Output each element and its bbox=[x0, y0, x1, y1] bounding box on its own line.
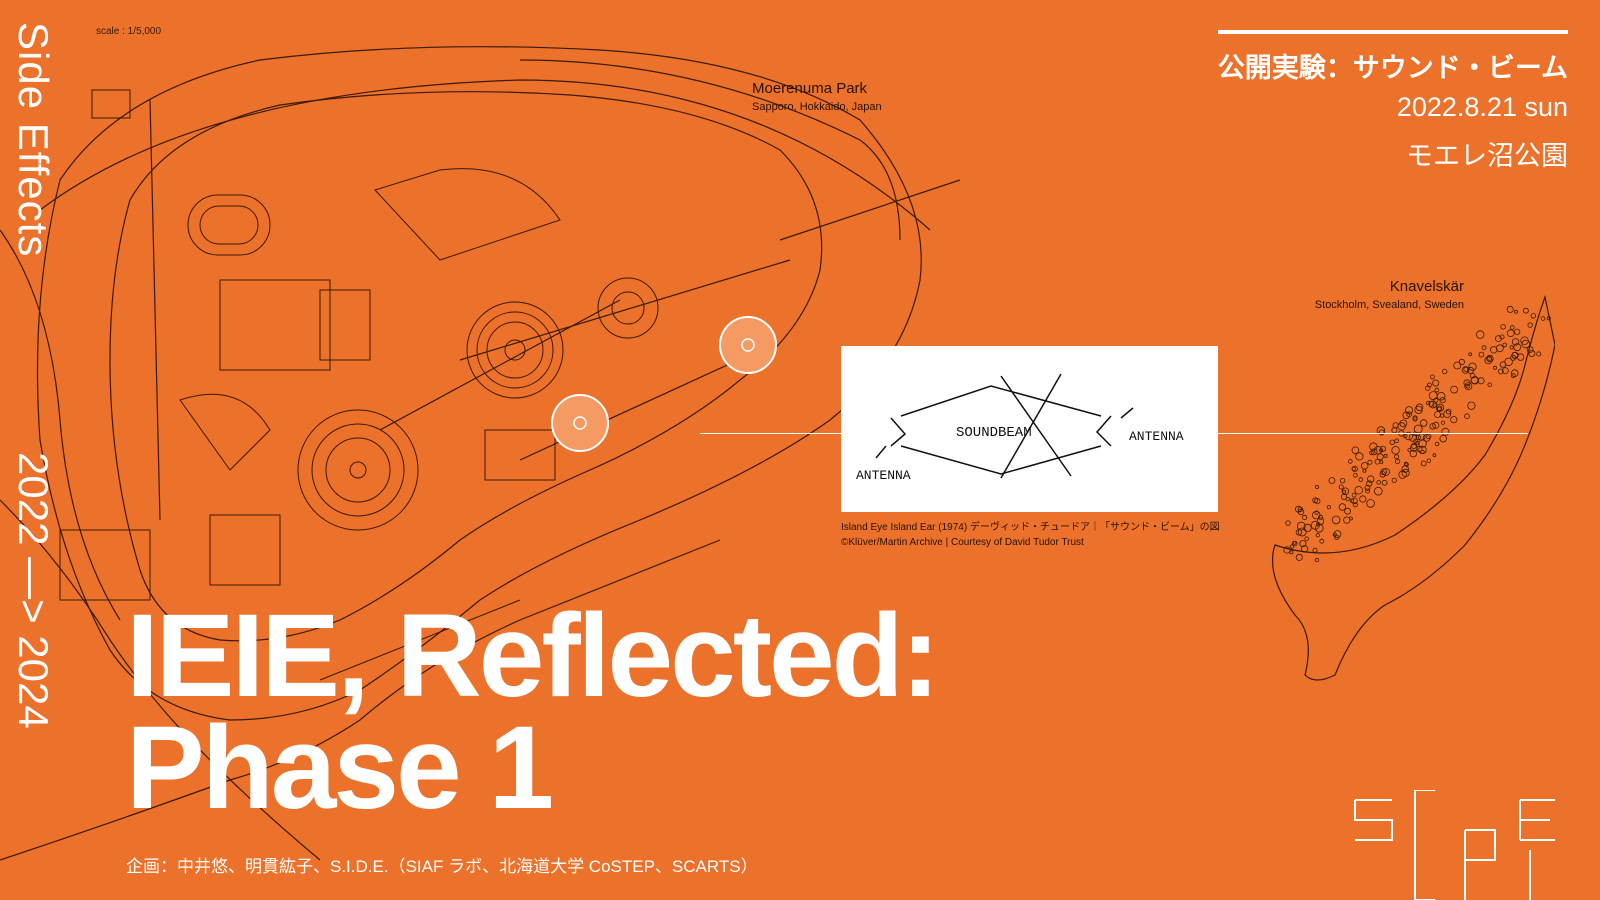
park-inner-boundary bbox=[109, 91, 823, 642]
running-track-inner bbox=[199, 205, 259, 245]
caption-line-1: Island Eye Island Ear (1974) デーヴィッド・チュード… bbox=[841, 522, 1220, 533]
building-s bbox=[209, 514, 281, 586]
fountain-plaza bbox=[597, 277, 659, 339]
beam-point-west bbox=[551, 394, 609, 452]
location-name: Knavelskär bbox=[1389, 278, 1464, 295]
road-east bbox=[779, 179, 961, 241]
location-sub: Stockholm, Svealand, Sweden bbox=[1314, 299, 1464, 311]
beam-point-east bbox=[719, 316, 777, 374]
pyramid-hill bbox=[374, 168, 561, 261]
spiral-hill-b bbox=[297, 409, 419, 531]
series-years: 2022 —> 2024 bbox=[10, 452, 57, 729]
road-northeast bbox=[519, 59, 901, 241]
sketch-label-beam: SOUNDBEAM bbox=[956, 425, 1032, 441]
baseball-field bbox=[179, 393, 271, 471]
sketch-drawing: SOUNDBEAM ANTENNA ANTENNA bbox=[856, 373, 1184, 483]
main-title-line-1: IEIE, Reflected: bbox=[126, 590, 940, 722]
event-place: モエレ沼公園 bbox=[1406, 141, 1568, 171]
main-title-line-2: Phase 1 bbox=[126, 702, 554, 834]
river-south bbox=[0, 539, 721, 861]
running-track bbox=[187, 194, 271, 256]
building-sw bbox=[59, 529, 151, 601]
building-nw bbox=[91, 89, 131, 119]
sketch-label-antenna-right: ANTENNA bbox=[1129, 429, 1184, 444]
island-map bbox=[1271, 295, 1555, 681]
event-title: 公開実験：サウンド・ビーム bbox=[1217, 53, 1568, 83]
path-d bbox=[519, 349, 761, 461]
field-block bbox=[219, 279, 331, 371]
sketch-label-antenna-left: ANTENNA bbox=[856, 468, 911, 483]
beam-points bbox=[551, 316, 777, 452]
island-outline bbox=[1271, 295, 1555, 681]
road-west bbox=[0, 229, 121, 621]
path-a bbox=[149, 99, 161, 521]
location-sub: Sapporo, Hokkaido, Japan bbox=[752, 101, 882, 113]
event-date: 2022.8.21 sun bbox=[1396, 92, 1568, 122]
location-moerenuma: Moerenuma Park Sapporo, Hokkaido, Japan bbox=[752, 80, 882, 113]
sketch-caption: Island Eye Island Ear (1974) デーヴィッド・チュード… bbox=[841, 520, 1220, 550]
location-name: Moerenuma Park bbox=[752, 80, 868, 97]
sound-beam-sketch: SOUNDBEAM ANTENNA ANTENNA bbox=[841, 346, 1218, 512]
path-c bbox=[459, 259, 791, 361]
beam-line-right bbox=[1218, 433, 1528, 434]
main-title: IEIE, Reflected: Phase 1 bbox=[126, 590, 940, 834]
building-center bbox=[484, 429, 556, 481]
top-rule bbox=[1218, 30, 1568, 34]
field-block-2 bbox=[319, 289, 371, 361]
road-southwest bbox=[0, 499, 321, 861]
road-north bbox=[39, 79, 931, 231]
caption-line-2: ©Klüver/Martin Archive | Courtesy of Dav… bbox=[841, 537, 1084, 548]
location-knavelskar: Knavelskär Stockholm, Svealand, Sweden bbox=[1315, 278, 1464, 311]
spiral-hill-a bbox=[466, 301, 564, 399]
map-scale: scale : 1/5,000 bbox=[96, 26, 162, 37]
park-outer-boundary bbox=[36, 46, 922, 721]
side-logo bbox=[1354, 790, 1555, 900]
series-title: Side Effects bbox=[10, 22, 57, 258]
credits: 企画：中井悠、明貫紘子、S.I.D.E.（SIAF ラボ、北海道大学 CoSTE… bbox=[126, 857, 758, 876]
path-b bbox=[379, 299, 621, 431]
beam-line-left bbox=[700, 433, 841, 434]
park-map bbox=[0, 46, 961, 861]
